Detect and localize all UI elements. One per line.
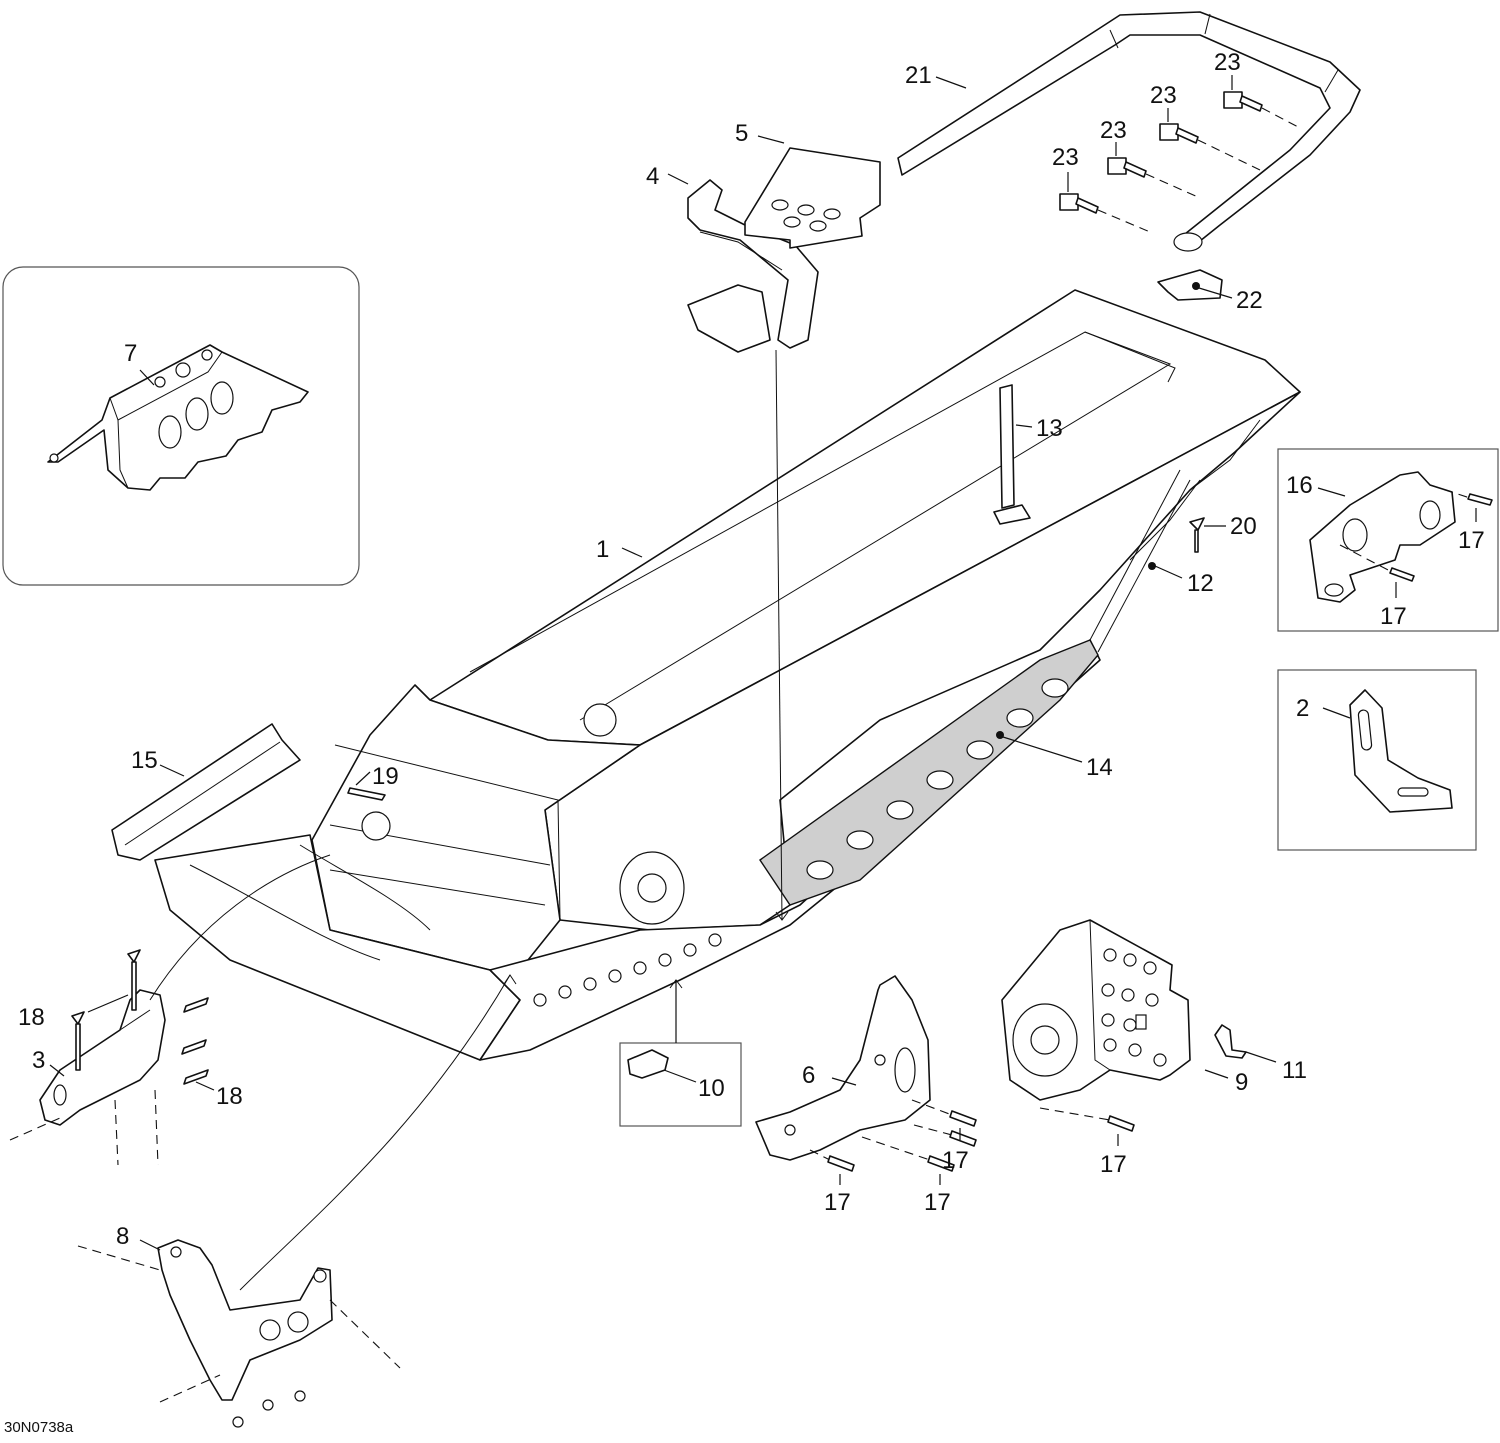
- callout-19: 19: [372, 763, 399, 790]
- inset-box-2: [1277, 669, 1477, 851]
- callout-6: 6: [802, 1062, 815, 1089]
- callout-14: 14: [1086, 754, 1113, 781]
- part-2-bracket: [1349, 689, 1453, 813]
- part-4-handle: [687, 179, 819, 349]
- part-3-bracket: [39, 989, 166, 1126]
- callout-17b: 17: [1380, 603, 1407, 630]
- callout-20: 20: [1230, 513, 1257, 540]
- callout-10: 10: [698, 1075, 725, 1102]
- part-22-clip: [1157, 269, 1223, 301]
- part-10-cap: [627, 1049, 669, 1079]
- callout-13: 13: [1036, 415, 1063, 442]
- part-19-rivet: [347, 787, 386, 801]
- callout-8: 8: [116, 1223, 129, 1250]
- part-9-plate: [1001, 919, 1191, 1101]
- handle-shield: [687, 284, 771, 353]
- callout-16: 16: [1286, 472, 1313, 499]
- callout-17e: 17: [924, 1189, 951, 1216]
- callout-17f: 17: [1100, 1151, 1127, 1178]
- part-11-bracket: [1214, 1024, 1247, 1059]
- callout-1: 1: [596, 536, 609, 563]
- inset-box-7: [2, 266, 360, 586]
- callout-7: 7: [124, 340, 137, 367]
- callout-23a: 23: [1214, 49, 1241, 76]
- callout-23d: 23: [1052, 144, 1079, 171]
- callout-11: 11: [1282, 1057, 1307, 1084]
- callout-18a: 18: [18, 1004, 45, 1031]
- part-16-bracket: [1309, 471, 1456, 603]
- part-13-post: [993, 384, 1031, 525]
- inset-box-16: [1277, 448, 1499, 632]
- callout-17d: 17: [824, 1189, 851, 1216]
- part-18-rivets: [71, 949, 209, 1085]
- callout-22: 22: [1236, 287, 1263, 314]
- part-8-bracket: [157, 1239, 333, 1401]
- part-6-plate: [755, 975, 931, 1161]
- callout-15: 15: [131, 747, 158, 774]
- callout-21: 21: [905, 62, 932, 89]
- callout-3: 3: [32, 1047, 45, 1074]
- part-15-plate: [111, 723, 301, 861]
- callout-5: 5: [735, 120, 748, 147]
- part-1-frame: [154, 289, 1301, 1061]
- part-8-nuts: [232, 1390, 306, 1428]
- callout-17a: 17: [1458, 527, 1485, 554]
- callout-18b: 18: [216, 1083, 243, 1110]
- part-7-bracket: [47, 344, 309, 491]
- part-21-grab-bar: [897, 11, 1361, 252]
- callout-2: 2: [1296, 695, 1309, 722]
- part-23-bolts: [1059, 91, 1263, 214]
- inset-box-10: [619, 1042, 742, 1127]
- part-5-plate: [744, 147, 881, 249]
- callout-4: 4: [646, 163, 659, 190]
- callout-17c: 17: [942, 1147, 969, 1174]
- drawing-reference-code: 30N0738a: [4, 1419, 74, 1436]
- assembly-line-4: [775, 349, 783, 921]
- callout-23b: 23: [1150, 82, 1177, 109]
- callout-9: 9: [1235, 1069, 1248, 1096]
- callout-23c: 23: [1100, 117, 1127, 144]
- part-12-rail: [1089, 469, 1181, 641]
- part-20-rivet: [1189, 517, 1205, 553]
- callout-12: 12: [1187, 570, 1214, 597]
